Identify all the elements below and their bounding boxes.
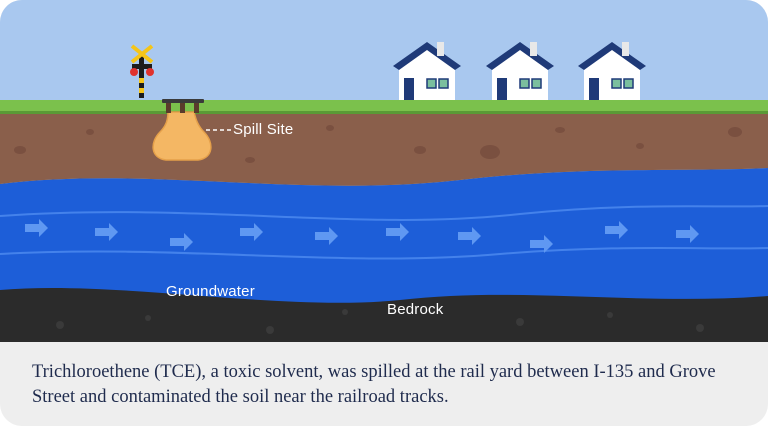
cross-section-scene: Spill Site Groundwater Bedrock [0, 0, 768, 342]
bedrock-label: Bedrock [387, 301, 444, 318]
grass-strip [0, 100, 768, 113]
railroad-track [162, 99, 204, 113]
cross-section-illustration [0, 0, 768, 342]
flow-arrows [25, 219, 699, 253]
house-icon [578, 42, 646, 100]
spill-site-label: Spill Site [233, 121, 294, 138]
groundwater-label: Groundwater [166, 283, 255, 300]
house-icon [486, 42, 554, 100]
caption-text: Trichloroethene (TCE), a toxic solvent, … [32, 362, 716, 407]
railroad-crossing-icon [130, 44, 154, 98]
groundwater-layer [0, 168, 768, 303]
spill-plume [152, 111, 212, 161]
soil-stones [14, 125, 742, 163]
bedrock-stones [56, 309, 704, 334]
house-icon [393, 42, 461, 100]
